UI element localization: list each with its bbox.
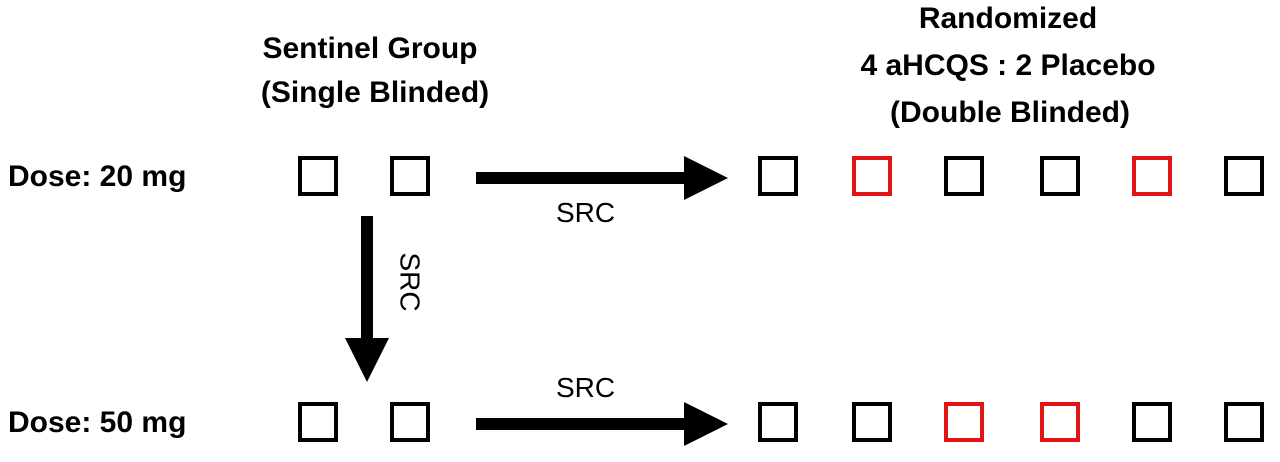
randomized-box-row1-4 — [1040, 156, 1080, 196]
sentinel-box-row2-2 — [390, 402, 430, 442]
randomized-box-row2-2 — [852, 402, 892, 442]
sentinel-box-row1-2 — [390, 156, 430, 196]
arrow-row1-label: SRC — [556, 197, 616, 228]
sentinel-group-subtitle: (Single Blinded) — [260, 76, 490, 109]
arrow-row2-head — [684, 402, 728, 446]
randomized-ratio: 4 aHCQS : 2 Placebo — [860, 49, 1156, 82]
randomized-box-row2-1 — [758, 402, 798, 442]
arrow-row1-shaft — [476, 172, 686, 184]
randomized-title: Randomized — [918, 2, 1098, 35]
arrow-row2-shaft — [476, 418, 686, 430]
randomized-box-row1-1 — [758, 156, 798, 196]
dose-50mg-label: Dose: 50 mg — [8, 406, 187, 439]
randomized-box-row1-5 — [1132, 156, 1172, 196]
arrow-vertical-shaft — [361, 216, 373, 340]
arrow-vertical-head — [345, 338, 389, 382]
sentinel-box-row1-1 — [298, 156, 338, 196]
arrow-row1-head — [684, 156, 728, 200]
randomized-box-row2-5 — [1132, 402, 1172, 442]
sentinel-group-title: Sentinel Group — [262, 32, 478, 65]
arrow-row2-label: SRC — [556, 372, 616, 403]
randomized-box-row2-6 — [1224, 402, 1264, 442]
randomized-subtitle: (Double Blinded) — [890, 96, 1130, 129]
randomized-box-row2-4 — [1040, 402, 1080, 442]
sentinel-box-row2-1 — [298, 402, 338, 442]
randomized-box-row1-3 — [944, 156, 984, 196]
randomized-box-row1-2 — [852, 156, 892, 196]
randomized-box-row1-6 — [1224, 156, 1264, 196]
arrow-vertical-label: SRC — [394, 252, 426, 312]
dose-20mg-label: Dose: 20 mg — [8, 160, 187, 193]
randomized-box-row2-3 — [944, 402, 984, 442]
